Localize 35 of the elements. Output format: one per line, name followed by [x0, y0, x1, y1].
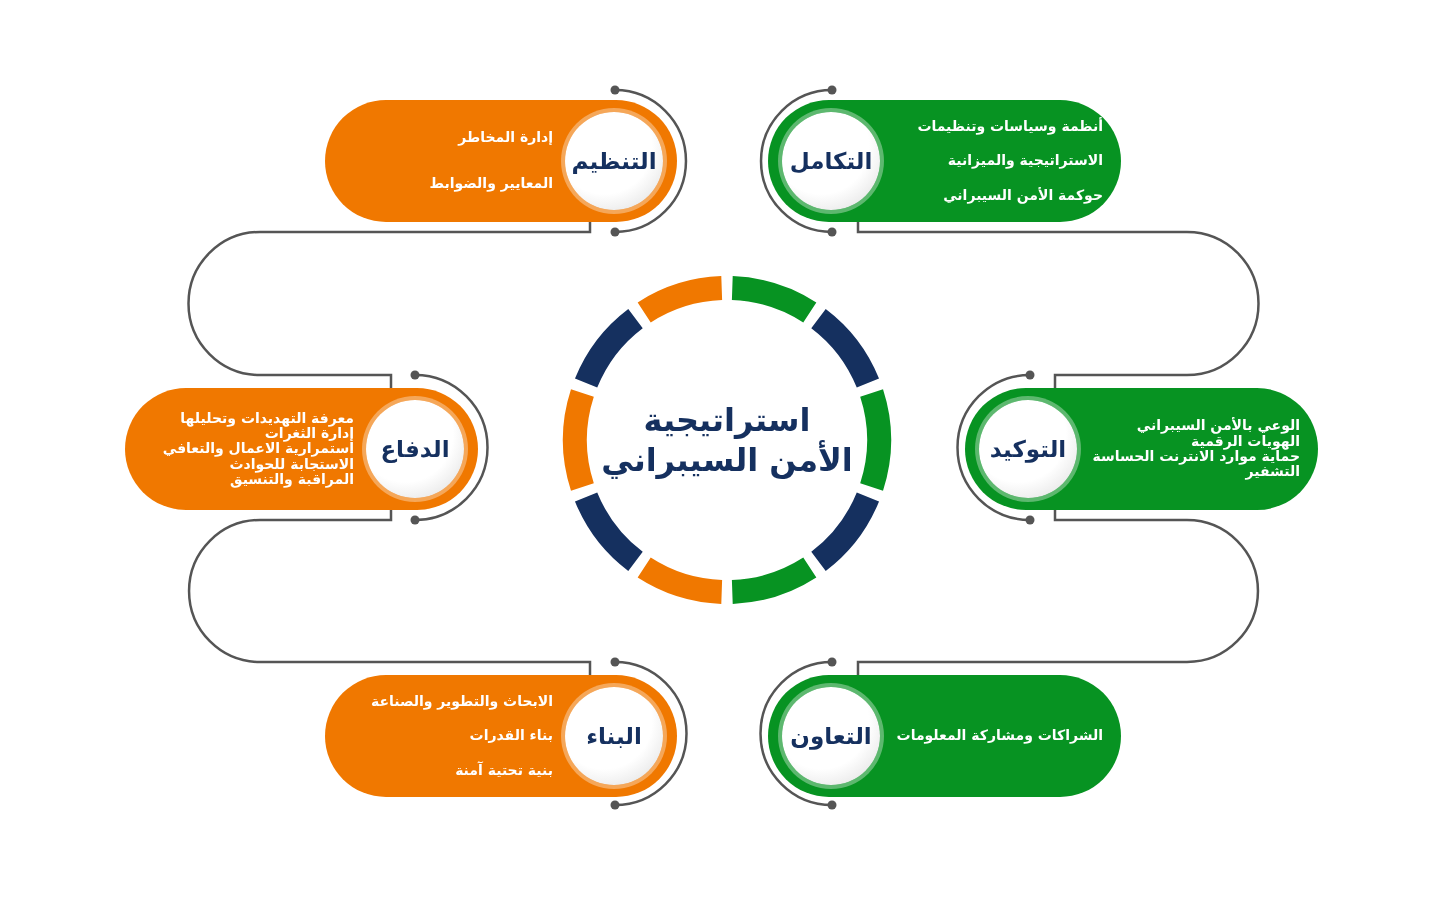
list-item: إدارة الثغرات — [264, 425, 354, 442]
category-pill — [768, 100, 1121, 222]
list-item: الشراكات ومشاركة المعلومات — [895, 728, 1103, 744]
list-item: حماية موارد الانترنت الحساسة — [1091, 449, 1300, 465]
heading-disc: البناء — [565, 687, 663, 785]
heading-disc: التنظيم — [565, 112, 663, 210]
list-item: بناء القدرات — [468, 728, 553, 744]
list-item: حوكمة الأمن السيبراني — [942, 187, 1103, 204]
list-item: المعايير والضوابط — [428, 176, 553, 192]
connector-line — [187, 510, 592, 675]
connector-line — [187, 222, 592, 388]
connector-line — [856, 222, 1260, 388]
list-item: الابحاث والتطوير والصناعة — [369, 693, 553, 710]
list-item: الهويات الرقمية — [1190, 433, 1300, 449]
heading-disc: التعاون — [782, 687, 880, 785]
list-item: أنظمة وسياسات وتنظيمات — [916, 118, 1103, 135]
list-item: بنية تحتية آمنة — [454, 762, 553, 779]
list-item: المراقبة والتنسيق — [229, 472, 354, 488]
category-pill — [325, 675, 677, 797]
list-item: معرفة التهديدات وتحليلها — [179, 410, 354, 426]
category-pill — [325, 100, 677, 222]
category-pill — [965, 388, 1318, 510]
connector-line — [856, 510, 1260, 675]
list-item: الاستراتيجية والميزانية — [946, 153, 1103, 169]
list-item: الاستجابة للحوادث — [228, 456, 354, 473]
center-title: استراتيجية الأمن السيبراني — [600, 400, 854, 480]
category-pill — [768, 675, 1121, 797]
heading-disc: التكامل — [782, 112, 880, 210]
heading-disc: التوكيد — [979, 400, 1077, 498]
category-pill — [125, 388, 478, 510]
list-item: استمرارية الاعمال والتعافي — [161, 441, 354, 457]
list-item: الوعي بالأمن السيبراني — [1135, 418, 1300, 434]
list-item: التشفير — [1245, 464, 1300, 480]
list-item: إدارة المخاطر — [456, 130, 553, 146]
heading-disc: الدفاع — [366, 400, 464, 498]
